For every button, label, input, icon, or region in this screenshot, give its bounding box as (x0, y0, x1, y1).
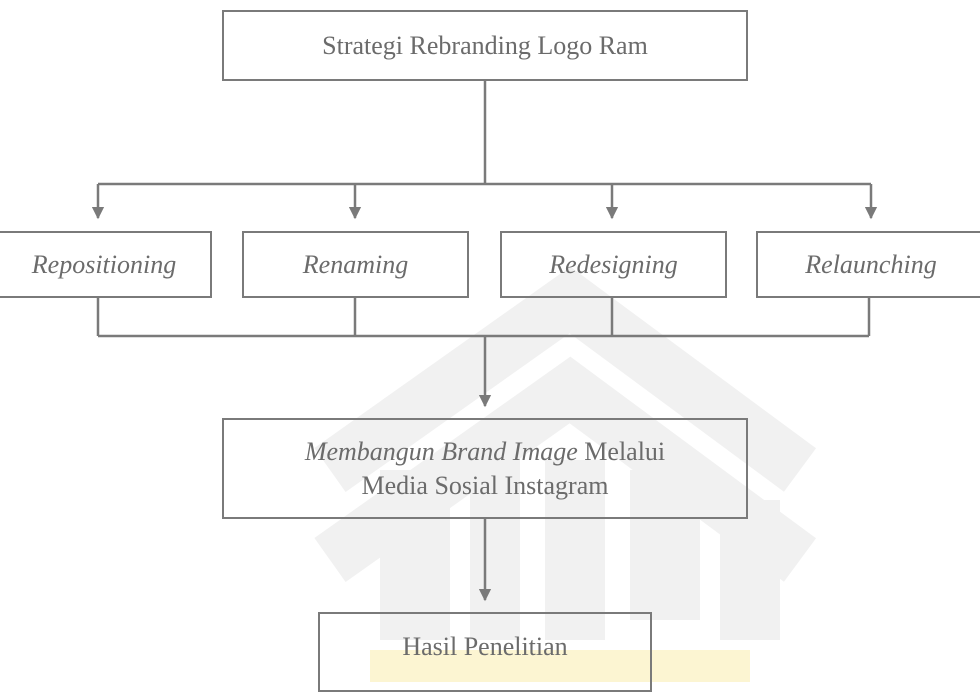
melalui-text: Melalui (577, 436, 666, 466)
node-redesigning: Redesigning (500, 231, 727, 298)
node-hasil-penelitian-label: Hasil Penelitian (402, 632, 568, 661)
node-strategi-rebranding-label: Strategi Rebranding Logo Ram (322, 30, 648, 60)
node-repositioning-label: Repositioning (31, 249, 177, 279)
node-membangun-line-1: Membangun Brand Image Melalui (305, 435, 665, 469)
node-renaming-label: Renaming (302, 249, 409, 279)
node-relaunching-label: Relaunching (805, 249, 937, 279)
node-renaming: Renaming (242, 231, 469, 298)
brand-image-italic-text: Membangun Brand Image (304, 436, 578, 466)
node-membangun-brand-image-text: Membangun Brand Image Melalui Media Sosi… (305, 435, 665, 503)
node-relaunching: Relaunching (756, 231, 980, 298)
node-membangun-line-2: Media Sosial Instagram (361, 470, 609, 500)
node-redesigning-label: Redesigning (549, 249, 678, 279)
node-hasil-penelitian: Hasil Penelitian (318, 612, 652, 692)
node-membangun-brand-image: Membangun Brand Image Melalui Media Sosi… (222, 418, 748, 519)
node-repositioning: Repositioning (0, 231, 212, 298)
node-strategi-rebranding: Strategi Rebranding Logo Ram (222, 10, 748, 81)
